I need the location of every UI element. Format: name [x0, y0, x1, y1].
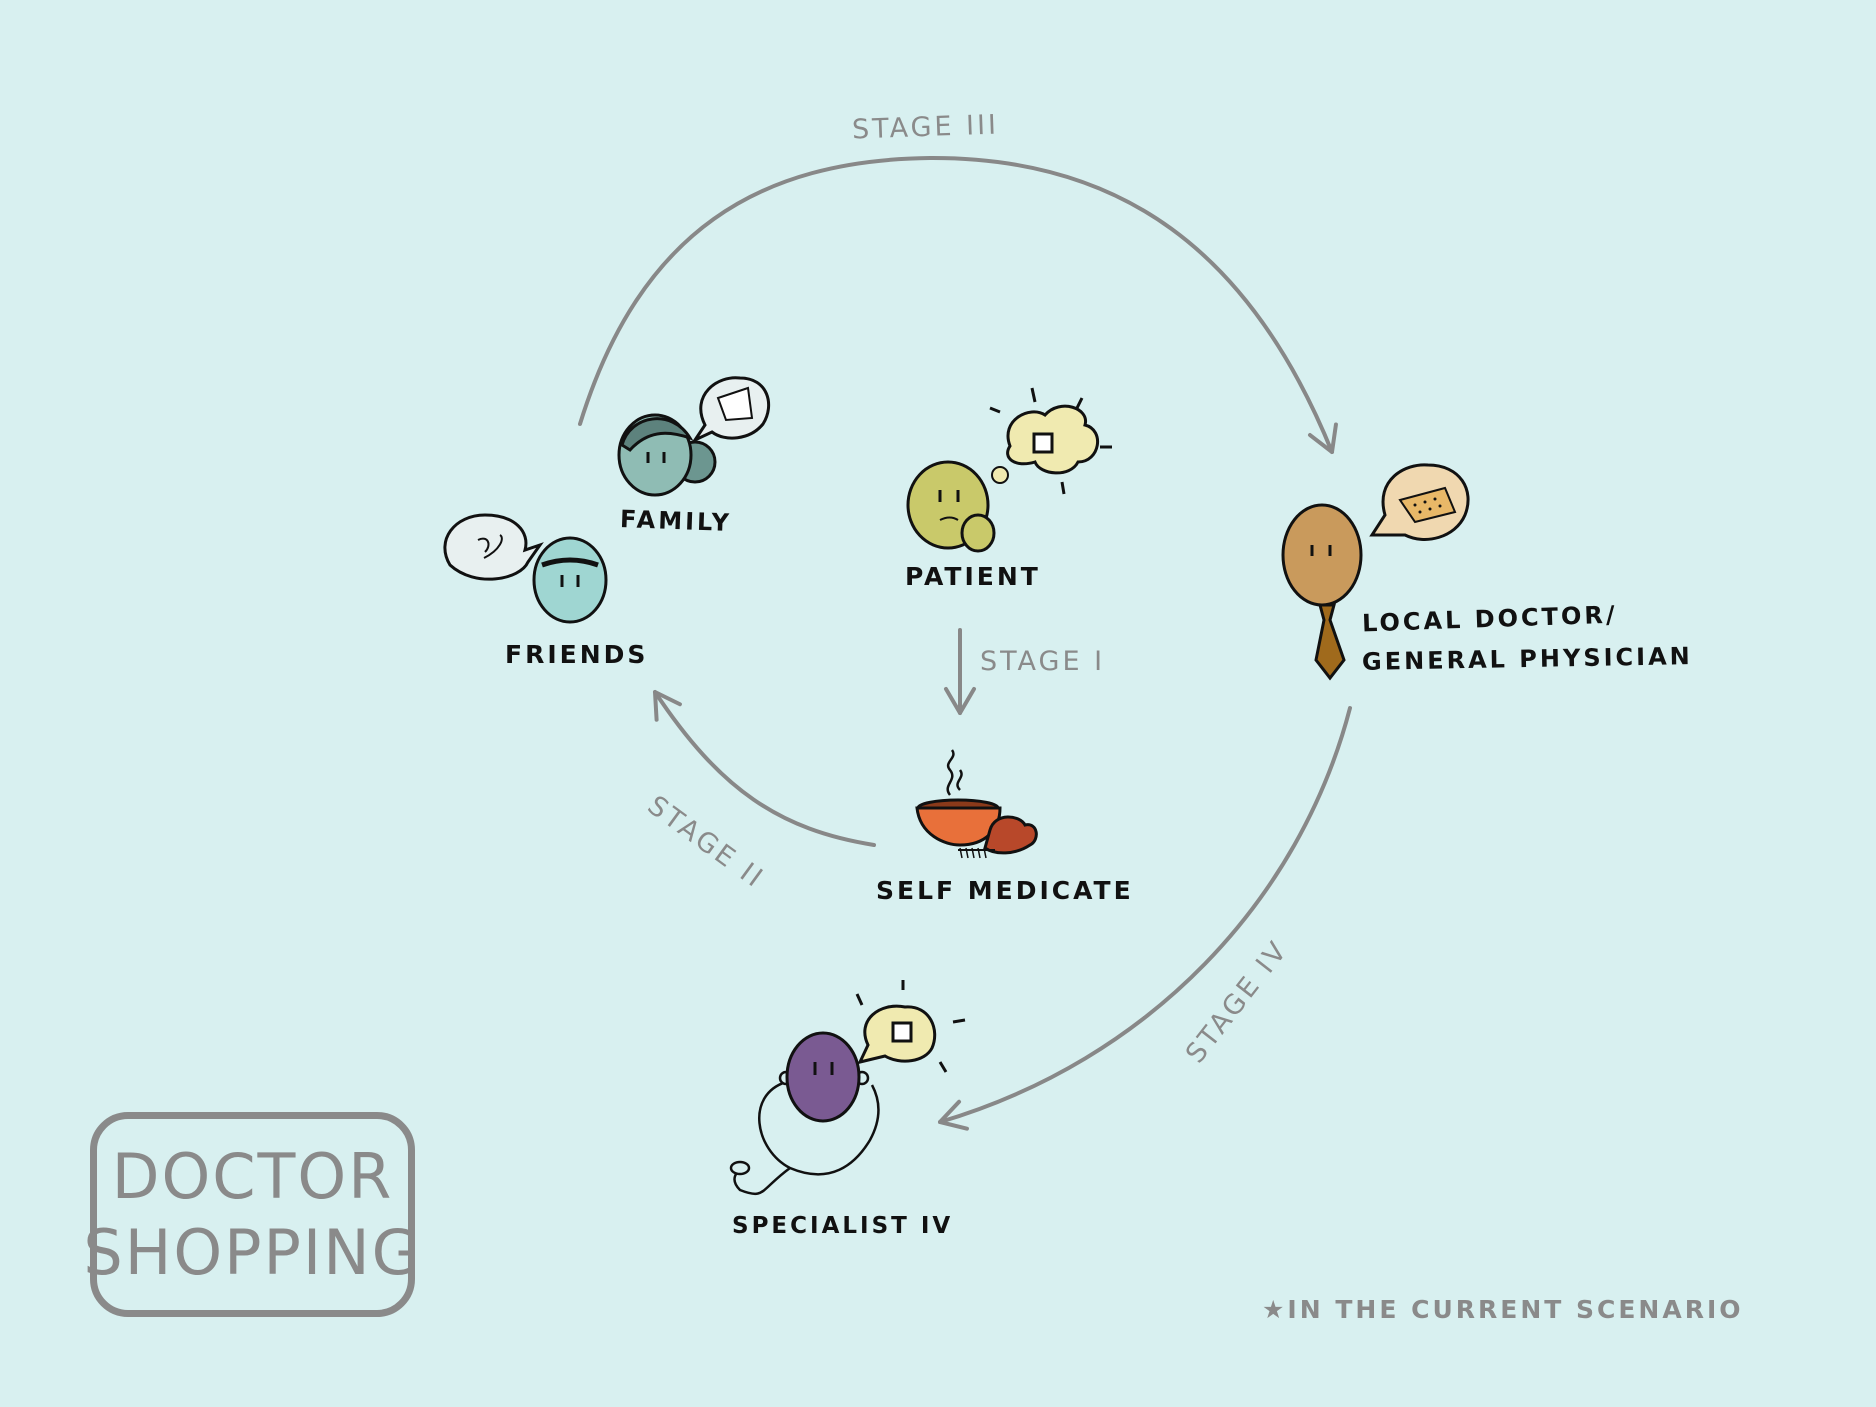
- specialist-figure: [729, 980, 966, 1196]
- self-medicate-figure: [915, 749, 1038, 859]
- friends-speech-bubble-icon: [443, 513, 544, 581]
- patient-figure: [906, 387, 1112, 553]
- family-figure: [617, 376, 771, 497]
- friends-label: FRIENDS: [505, 640, 649, 669]
- friends-figure: [443, 513, 608, 624]
- stage2-arrow: [653, 690, 876, 847]
- friends-head: [532, 536, 608, 624]
- herbs-icon: [983, 815, 1038, 855]
- local-doctor-figure: [1281, 463, 1470, 681]
- tie-icon: [1314, 603, 1346, 681]
- footnote: ★IN THE CURRENT SCENARIO: [1262, 1295, 1744, 1324]
- stage3-arrow: [578, 155, 1338, 454]
- title-line2: SHOPPING: [83, 1215, 422, 1289]
- stage1-label: STAGE I: [980, 646, 1106, 677]
- title-line1: DOCTOR: [111, 1139, 394, 1213]
- local-doctor-head: [1281, 503, 1363, 607]
- specialist-label: SPECIALIST IV: [732, 1213, 954, 1239]
- specialist-head: [785, 1031, 861, 1123]
- stage3-label: STAGE III: [851, 109, 1000, 146]
- stethoscope-icon: [758, 1080, 880, 1176]
- local-doctor-label-line2: GENERAL PHYSICIAN: [1361, 642, 1693, 676]
- patient-label: PATIENT: [905, 562, 1041, 591]
- family-label: FAMILY: [619, 505, 733, 537]
- patient-hand: [960, 513, 996, 553]
- self-medicate-label: SELF MEDICATE: [876, 876, 1134, 905]
- title-box: DOCTOR SHOPPING: [83, 1112, 420, 1317]
- stage4-arrow: [938, 706, 1352, 1131]
